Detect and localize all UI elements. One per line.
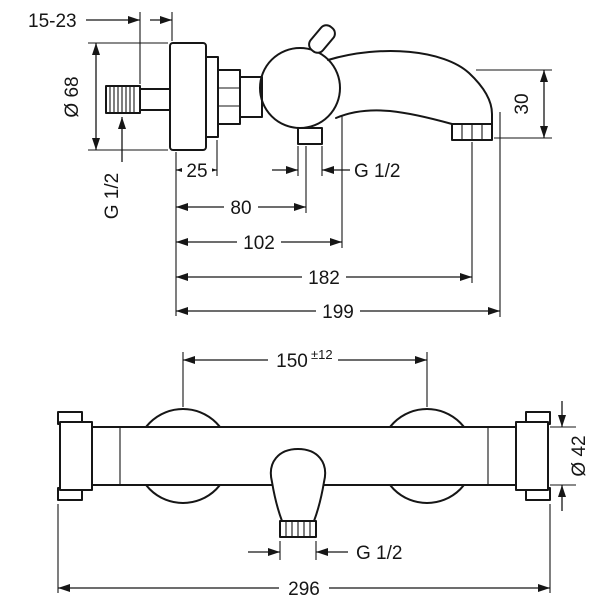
left-handle: [57, 411, 93, 501]
side-dim-text-backgrounds: [182, 161, 360, 320]
dim-escutcheon-depth: 25: [186, 161, 207, 182]
label-outlet-thread: G 1/2: [354, 161, 400, 182]
dim-outlet-height: 30: [512, 93, 533, 114]
spout-bell: [269, 448, 327, 538]
valve-body: [259, 24, 341, 145]
wall-nipple: [105, 85, 171, 114]
right-handle: [515, 411, 551, 501]
label-spout-thread: G 1/2: [356, 543, 402, 564]
front-dim-text-backgrounds: [268, 349, 338, 597]
dim-wall-depth: 15-23: [28, 11, 77, 32]
dim-total-projection: 199: [322, 302, 354, 323]
spout: [327, 50, 493, 141]
dim-spout-start-projection: 102: [243, 233, 275, 254]
handle-lever: [308, 24, 336, 54]
dim-center-projection: 80: [230, 198, 251, 219]
dim-connection-distance: 150: [276, 351, 308, 372]
side-extension-lines: [88, 12, 552, 317]
body-joint-lines: [119, 427, 489, 485]
front-view: 150 ±12 Ø 42 G 1/2 296: [57, 347, 590, 600]
dim-connection-tolerance: ±12: [311, 347, 333, 362]
dim-overall-width: 296: [288, 579, 320, 600]
dim-body-diameter: Ø 42: [569, 435, 590, 476]
side-view: 15-23 Ø 68 G 1/2 25 G 1/2 80 102 182 199…: [28, 11, 552, 323]
bottom-port: [297, 127, 323, 145]
connector-nut: [217, 69, 263, 125]
escutcheon: [169, 42, 219, 151]
dim-escutcheon-diameter: Ø 68: [62, 76, 83, 117]
label-inlet-thread: G 1/2: [102, 173, 123, 219]
dim-outlet-projection: 182: [308, 268, 340, 289]
